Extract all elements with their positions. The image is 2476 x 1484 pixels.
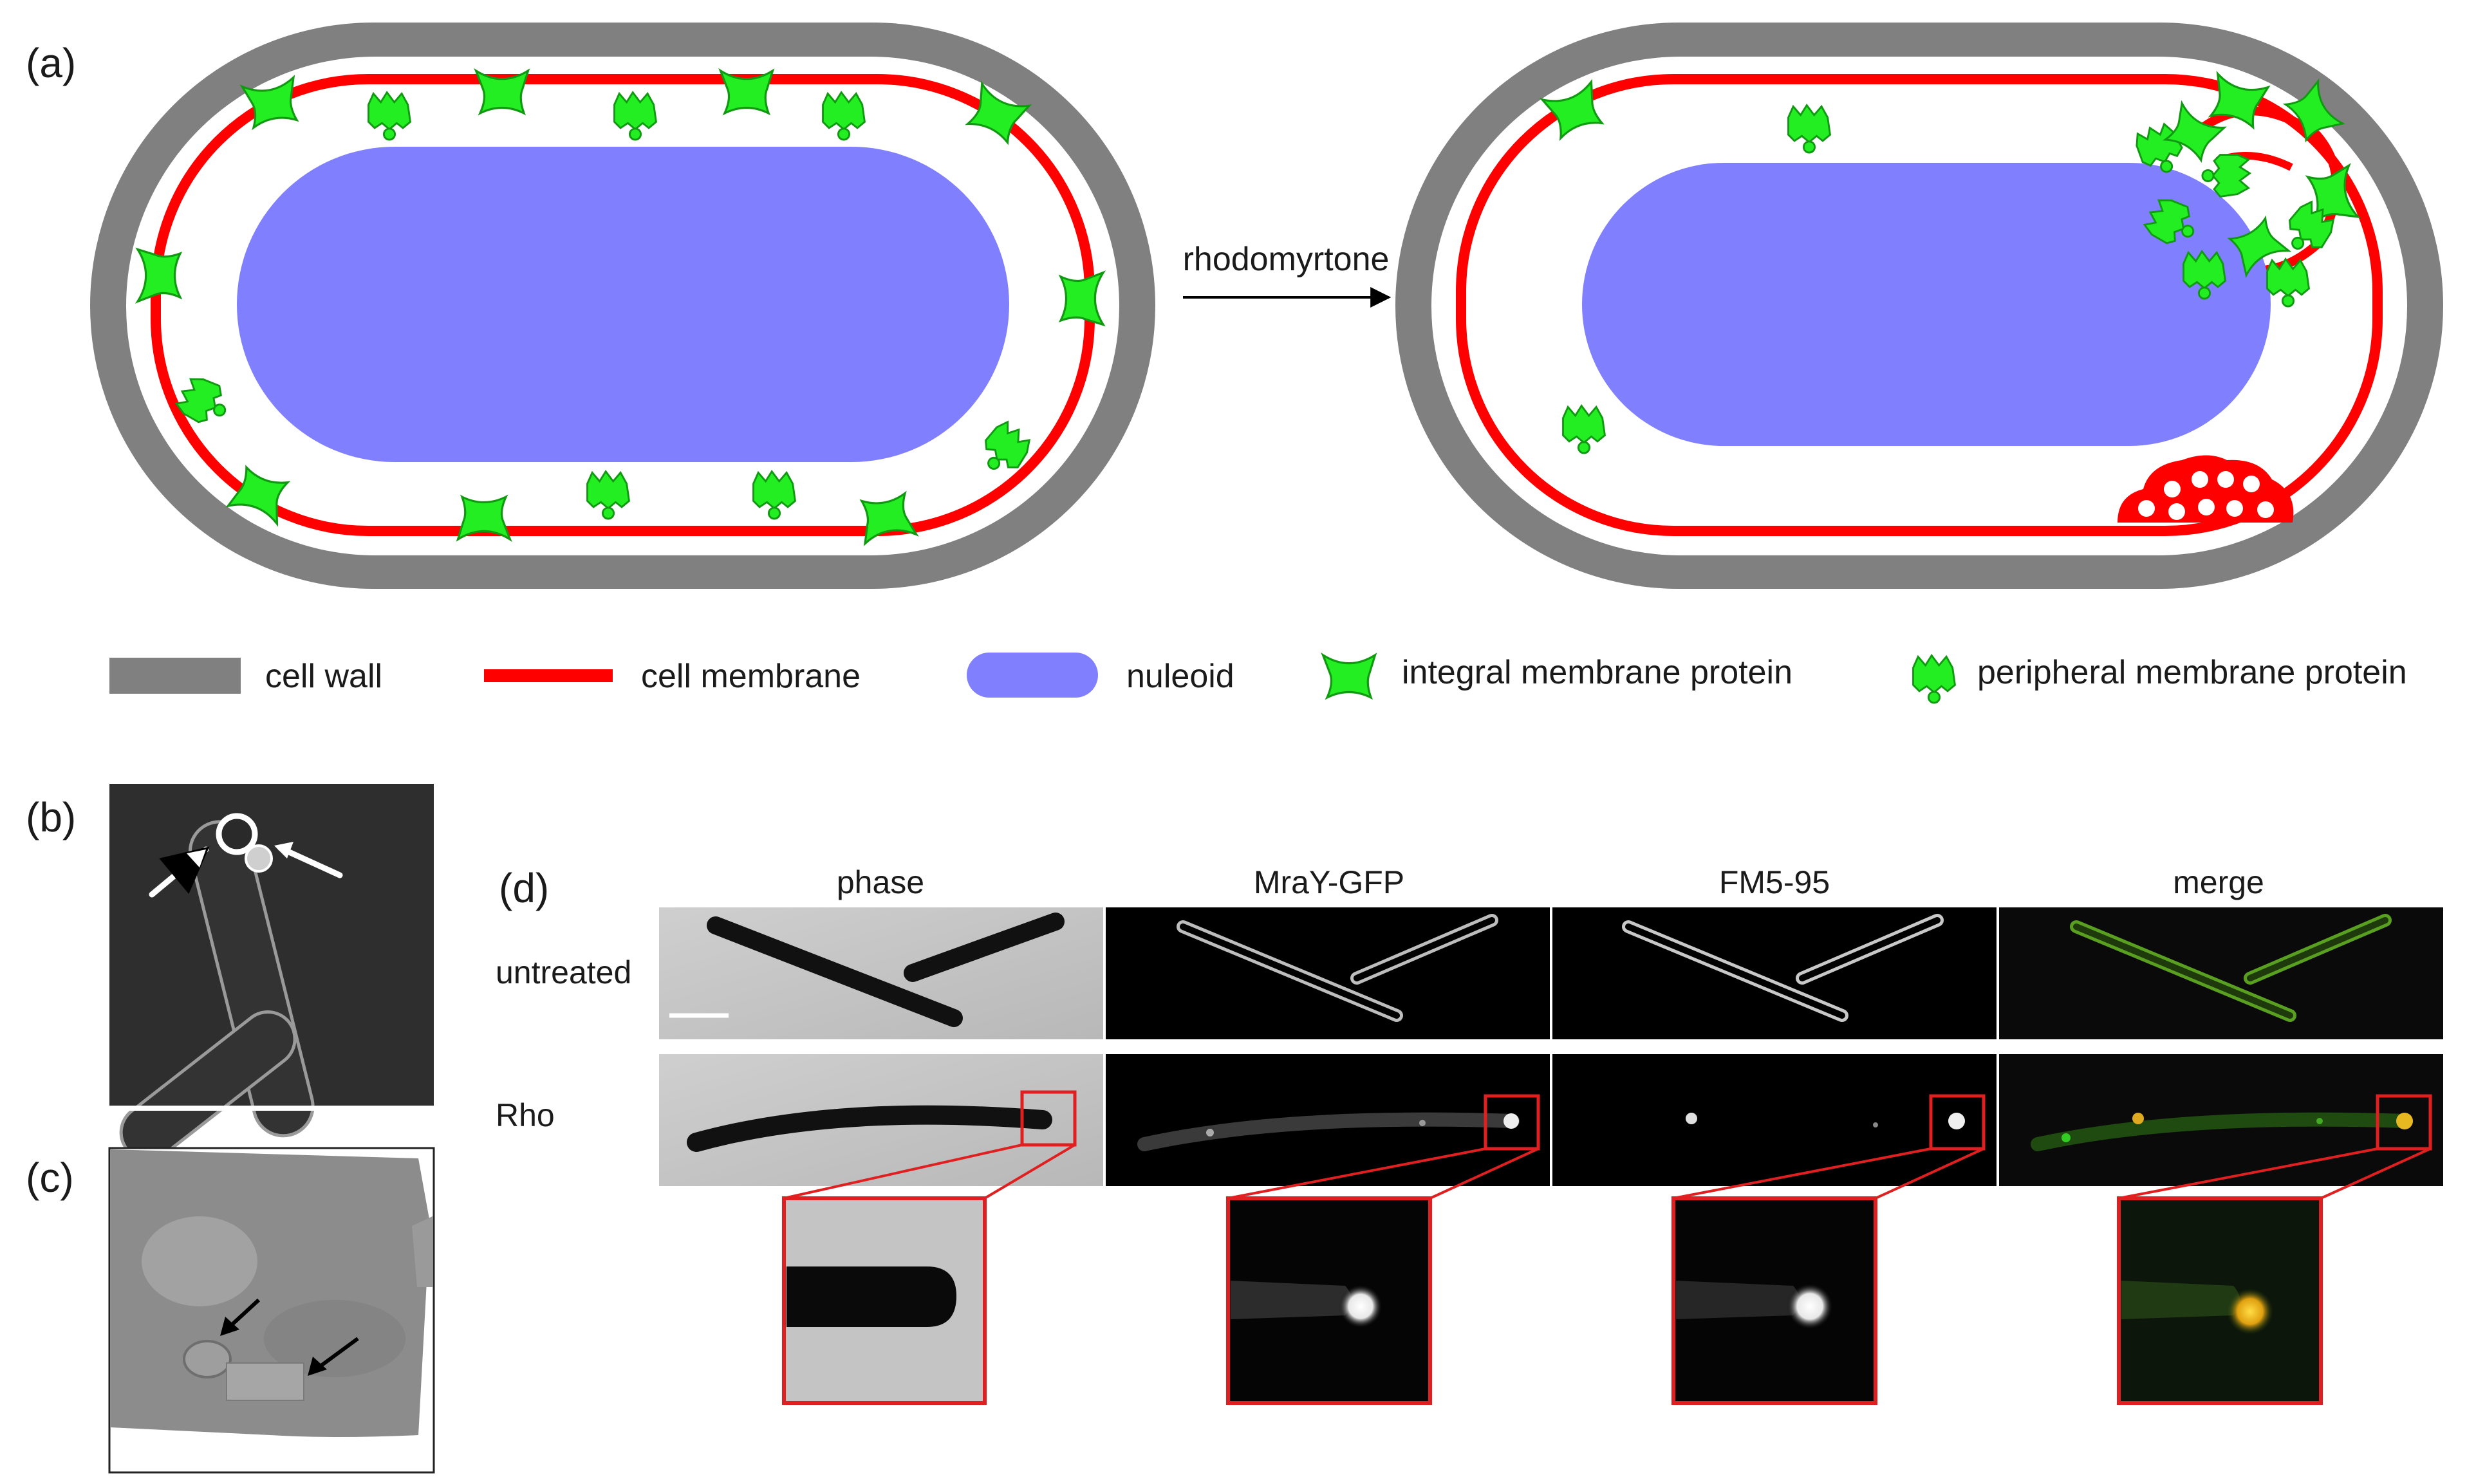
fm-cell-interior	[1625, 923, 1845, 1019]
legend-swatch-nucleoid	[967, 653, 1098, 698]
zoomed-gfp-cell	[1231, 1281, 1352, 1319]
peripheral-membrane-protein-icon	[1912, 654, 1956, 704]
micrograph-b-crop	[109, 1106, 434, 1111]
legend-swatch-cell-membrane	[484, 669, 613, 682]
legend-label-peripheral: peripheral membrane protein	[1977, 654, 2407, 691]
arrow-indicator	[277, 845, 343, 878]
panel-label-c: (c)	[26, 1155, 74, 1201]
phase-cell	[904, 913, 1065, 982]
merge-focus	[2062, 1133, 2071, 1142]
integral-membrane-protein-icon	[1321, 654, 1377, 699]
vesicle	[2138, 500, 2155, 517]
em-texture	[142, 1216, 257, 1306]
membrane-vesicle	[183, 1340, 232, 1378]
arrow-head	[187, 849, 206, 867]
nucleoid-right	[1582, 163, 2271, 446]
cell-diagram-treated	[1395, 23, 2443, 589]
merge-cell	[2031, 1112, 2413, 1151]
nucleoid-left	[237, 147, 1009, 462]
legend-label-cell-membrane: cell membrane	[641, 658, 861, 695]
zoom-insets	[782, 1196, 2323, 1405]
merge-cell-interior	[2073, 923, 2293, 1019]
vesicle	[2192, 471, 2208, 488]
merge-focus	[2396, 1113, 2413, 1129]
em-texture	[264, 1300, 405, 1377]
membrane-focus	[245, 844, 273, 873]
panel-label-b: (b)	[26, 794, 76, 840]
legend-label-integral: integral membrane protein	[1402, 654, 1792, 691]
panel-label-d: (d)	[499, 865, 549, 911]
vesicle	[2243, 476, 2260, 492]
zoomed-merge-cell	[2121, 1281, 2240, 1319]
gfp-cell	[1137, 1112, 1520, 1151]
em-section-edge	[412, 1216, 433, 1287]
phase-cell	[687, 1105, 1052, 1152]
gfp-cell-interior	[1180, 923, 1400, 1019]
phase-cell	[707, 916, 963, 1027]
zoom-box-fm	[1929, 1094, 1986, 1151]
vesicle	[2198, 499, 2215, 515]
zoomed-fm-focus	[1787, 1283, 1833, 1330]
zoom-box-merge	[2376, 1094, 2432, 1151]
row-label-untreated: untreated	[496, 954, 631, 990]
cell-diagram-normal	[90, 23, 1155, 589]
gfp-focus	[1206, 1129, 1214, 1136]
vesicle-cluster	[2118, 455, 2294, 523]
zoomed-gfp-focus	[1339, 1285, 1382, 1328]
column-label-merge: merge	[2173, 864, 2264, 900]
zoom-connectors	[783, 1144, 2431, 1200]
legend-swatch-cell-wall	[109, 658, 241, 694]
fm-focus	[1686, 1113, 1697, 1124]
vesicle	[2217, 471, 2234, 488]
panel-label-a: (a)	[26, 40, 76, 86]
arrow-head	[220, 1317, 239, 1336]
membrane-focus	[216, 813, 258, 855]
arrow-head	[274, 842, 293, 858]
legend: cell wall cell membrane nuleoid integral…	[109, 653, 2407, 704]
column-label-fm5-95: FM5-95	[1719, 864, 1830, 900]
merge-focus	[2316, 1118, 2323, 1124]
fm-image-rho	[1552, 1054, 1997, 1186]
vesicle-lattice	[226, 1362, 304, 1401]
zoom-box-gfp	[1484, 1094, 1540, 1151]
zoomed-fm-cell	[1676, 1281, 1800, 1319]
zoomed-merge-focus	[2227, 1288, 2273, 1335]
arrow-label: rhodomyrtone	[1183, 241, 1390, 278]
micrograph-row-untreated	[659, 907, 2443, 1039]
vesicle	[2257, 501, 2274, 518]
column-label-phase: phase	[837, 864, 924, 900]
legend-label-cell-wall: cell wall	[265, 658, 382, 695]
merge-cell-interior	[2247, 917, 2388, 981]
fm-focus	[1948, 1113, 1965, 1129]
gfp-focus	[1419, 1120, 1426, 1126]
micrograph-row-rho	[659, 1054, 2443, 1186]
fm-cell-interior	[1799, 917, 1941, 981]
column-label-mray-gfp: MraY-GFP	[1254, 864, 1404, 900]
legend-label-nucleoid: nuleoid	[1126, 658, 1234, 695]
gfp-focus	[1503, 1113, 1519, 1129]
zoom-box-phase	[1020, 1090, 1077, 1147]
row-label-rho: Rho	[496, 1097, 555, 1133]
gfp-cell-interior	[1354, 917, 1495, 981]
merge-focus	[2132, 1113, 2144, 1124]
vesicle	[2164, 481, 2181, 497]
vesicle	[2168, 503, 2185, 520]
zoomed-phase-cell	[787, 1266, 956, 1327]
micrograph-c	[108, 1147, 435, 1474]
fm-focus	[1873, 1122, 1878, 1127]
vesicle	[2226, 500, 2243, 517]
arrow-head	[308, 1357, 327, 1376]
micrograph-b	[109, 784, 434, 1162]
cell-membrane-right	[1456, 74, 2383, 536]
lipid-vesicles	[2118, 455, 2294, 523]
